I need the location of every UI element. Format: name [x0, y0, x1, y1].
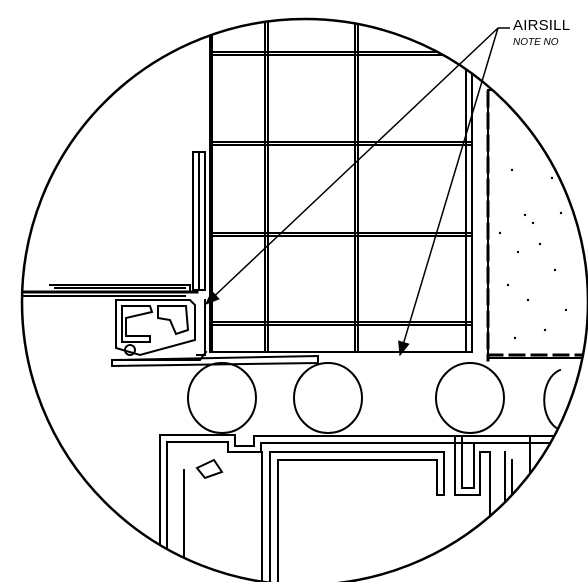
- glass-grid-panel: [209, 19, 473, 353]
- concrete-block: [486, 89, 588, 362]
- callout-label: AIRSILL: [513, 17, 571, 34]
- sill-plate: [111, 354, 319, 368]
- setting-blocks: [187, 362, 562, 434]
- detail-circle: [20, 17, 588, 582]
- sill-flashing: [22, 284, 199, 297]
- airsill-extrusion: [111, 299, 208, 361]
- callout-leaders: [204, 27, 510, 357]
- callout-note: NOTE NO: [513, 37, 559, 48]
- frame-profile: [159, 434, 588, 582]
